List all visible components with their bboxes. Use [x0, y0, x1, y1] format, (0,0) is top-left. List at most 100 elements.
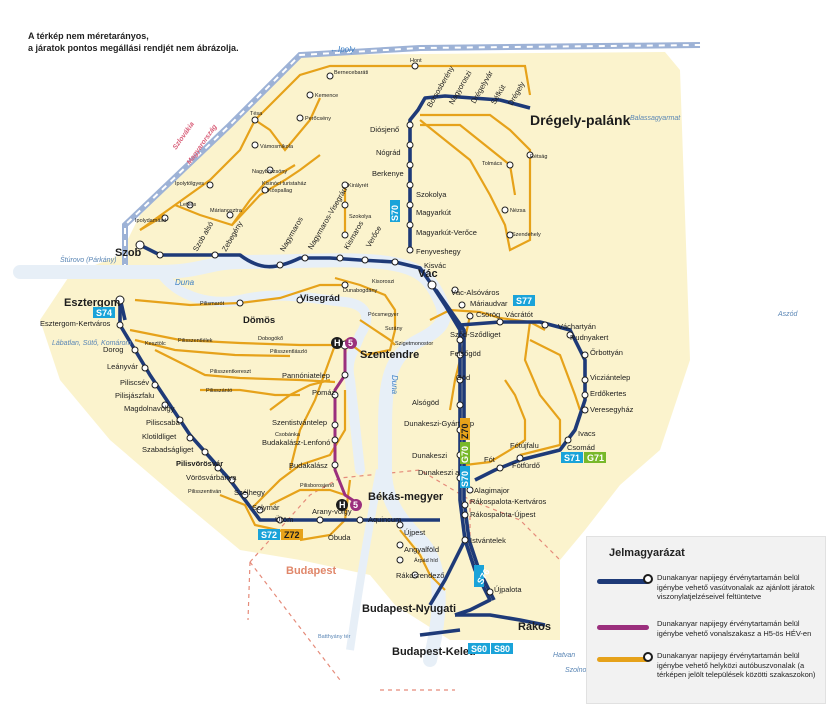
station-esztergom[interactable]: Esztergom: [64, 297, 120, 309]
budapest-area-label: Budapest: [286, 565, 336, 577]
village-kesztolc: Kesztölc: [145, 341, 166, 347]
bus-line-fot-dunakeszi: [464, 379, 527, 467]
service-area: [40, 52, 690, 640]
hev-5-badge-szentendre: [345, 337, 357, 349]
station-csomad: Csomád: [567, 443, 595, 452]
village-pilisborosjeno: Pilisborosjenő: [300, 483, 334, 489]
station-rakos[interactable]: Rákos: [518, 621, 551, 633]
station-dunakeszi: Dunakeszi: [412, 451, 447, 460]
badge-g70-text: G70: [460, 446, 470, 463]
station-budapest-keleti[interactable]: Budapest-Keleti: [392, 646, 476, 658]
disclaimer-line-1: A térkép nem méretarányos,: [28, 31, 149, 41]
station-dregelypalank[interactable]: Drégely-palánk: [530, 112, 631, 128]
duna-east-label: Duna: [390, 375, 399, 395]
disclaimer-line-2: a járatok pontos megállási rendjét nem á…: [28, 43, 239, 53]
bus-line-pilisszentkereszt: [154, 349, 336, 384]
station-diosjeno: Diósjenő: [370, 125, 399, 134]
map-disclaimer: A térkép nem méretarányos, a járatok pon…: [28, 30, 239, 54]
village-kospallag: Kóspallag: [268, 188, 292, 194]
station-mariaudvar: Máriaudvar: [470, 299, 508, 308]
ipoly-river-label: ←Ipoly: [330, 45, 356, 54]
badge-s72: [258, 529, 280, 540]
village-pilismarot: Pilismarót: [200, 301, 225, 307]
station-felsogod: Felsőgöd: [450, 349, 481, 358]
village-szigetmonostor: Szigetmonostor: [395, 341, 433, 347]
badge-s60-text: S60: [471, 644, 487, 654]
station-nograd: Nógrád: [376, 148, 401, 157]
station-szentendre[interactable]: Szentendre: [360, 349, 419, 361]
rail-vachartyan-loop: [459, 320, 587, 482]
village-dunabogdany: Dunabogdány: [343, 288, 378, 294]
station-szob[interactable]: Szob: [115, 247, 142, 259]
badge-s71-text: S71: [564, 453, 580, 463]
village-pilisszentlaszlo: Pilisszentlászló: [270, 349, 307, 355]
hev-5-text-bekasmegyer: 5: [353, 500, 358, 510]
village-hont: Hont: [410, 58, 422, 64]
village-surany: Surány: [385, 326, 403, 332]
village-ipolydamasd: Ipolydamásd: [135, 218, 166, 224]
station-pilisvorosvar: Pilisvörösvár: [176, 459, 223, 468]
station-pannoniatelep: Pannóniatelep: [282, 371, 330, 380]
badge-s74: [93, 307, 115, 318]
hev-batthyany-label: Batthyány tér: [318, 634, 351, 640]
hev-h-text-szentendre: H: [334, 338, 341, 348]
szolnok-label: Szolnok: [565, 667, 590, 674]
station-domos: Dömös: [243, 315, 275, 326]
bus-line-ipolydamasd: [139, 214, 166, 231]
station-szabadsagliget: Szabadságliget: [142, 445, 194, 454]
badge-s76: [474, 565, 484, 587]
badge-g70: [460, 442, 470, 464]
station-rakospalota-kertvaros: Rákospalota-Kertváros: [470, 497, 547, 506]
badge-s70: [460, 466, 470, 488]
bus-line-kemence: [254, 97, 322, 152]
badge-g71-text: G71: [587, 453, 604, 463]
station-vacratot: Vácrátót: [505, 310, 534, 319]
station-alagimajor: Alagimajor: [474, 486, 510, 495]
badge-s80: [491, 643, 513, 654]
station-piliscsev: Piliscsév: [120, 378, 149, 387]
legend-bus-swatch: [597, 657, 649, 662]
village-pilisszentivan: Pilisszentiván: [188, 489, 221, 495]
hev-h-badge-szentendre: [331, 337, 343, 349]
station-vac[interactable]: Vác: [418, 268, 438, 280]
station-ujpest: Újpest: [404, 528, 426, 537]
village-pilisszanto: Pilisszántó: [206, 388, 232, 394]
legend-hev-text: Dunakanyar napijegy érvényt​artamán belü…: [657, 619, 812, 638]
station-piliscsaba: Piliscsaba: [146, 418, 181, 427]
line-badges: S74 S77 S70 Z70 G70 S70 S71 G71 S72 Z72 …: [93, 200, 606, 654]
legend-rail-swatch: [597, 579, 649, 584]
bus-line-pilismarot: [134, 283, 345, 307]
village-tesa: Tésa: [250, 111, 263, 117]
station-dunakeszi-gyartelep: Dunakeszi-Gyártelep: [404, 419, 474, 428]
station-rudnyakert: Rudnyakert: [570, 333, 609, 342]
village-szokolya-v: Szokolya: [349, 214, 372, 220]
badge-s60: [468, 643, 490, 654]
bus-line-pilisborosjeno: [269, 488, 346, 506]
station-esztergom-kertvaros: Esztergom-Kertváros: [40, 319, 111, 328]
station-budapest-nyugati[interactable]: Budapest-Nyugati: [362, 603, 456, 615]
station-vac-alsovaros: Vác-Alsóváros: [451, 288, 500, 297]
hev-badges: H 5 H 5 Batthyány tér: [318, 337, 362, 640]
station-erdokertes: Erdőkertes: [590, 389, 627, 398]
badge-s71: [561, 452, 583, 463]
station-urom: Üröm: [275, 515, 293, 524]
village-pilisszentkereszt: Pilisszentkereszt: [210, 369, 251, 375]
badge-z72-text: Z72: [284, 530, 300, 540]
bus-line-ipoly: [139, 64, 532, 231]
station-orbottyan: Őrbottyán: [590, 348, 623, 357]
village-szendehely: Szendehely: [512, 232, 541, 238]
village-csobanka: Csobánka: [275, 432, 301, 438]
bus-line-nagyborzsony: [231, 164, 296, 226]
village-nagyborzsony: Nagybörzsöny: [252, 169, 287, 175]
bus-line-ujpest: [399, 529, 446, 591]
village-kisoroszi: Kisoroszi: [372, 279, 394, 285]
station-aquincum: Aquincum: [368, 515, 401, 524]
station-dorog: Dorog: [103, 345, 123, 354]
station-bekasmegyer[interactable]: Békás-megyer: [368, 491, 444, 503]
bus-line-csobanka: [269, 378, 331, 411]
badge-s77-text: S77: [516, 296, 532, 306]
rail-nyugati: [428, 539, 467, 606]
bus-line-letkes: [174, 154, 321, 227]
village-pilisszentlelek: Pilisszentlélek: [178, 338, 213, 344]
